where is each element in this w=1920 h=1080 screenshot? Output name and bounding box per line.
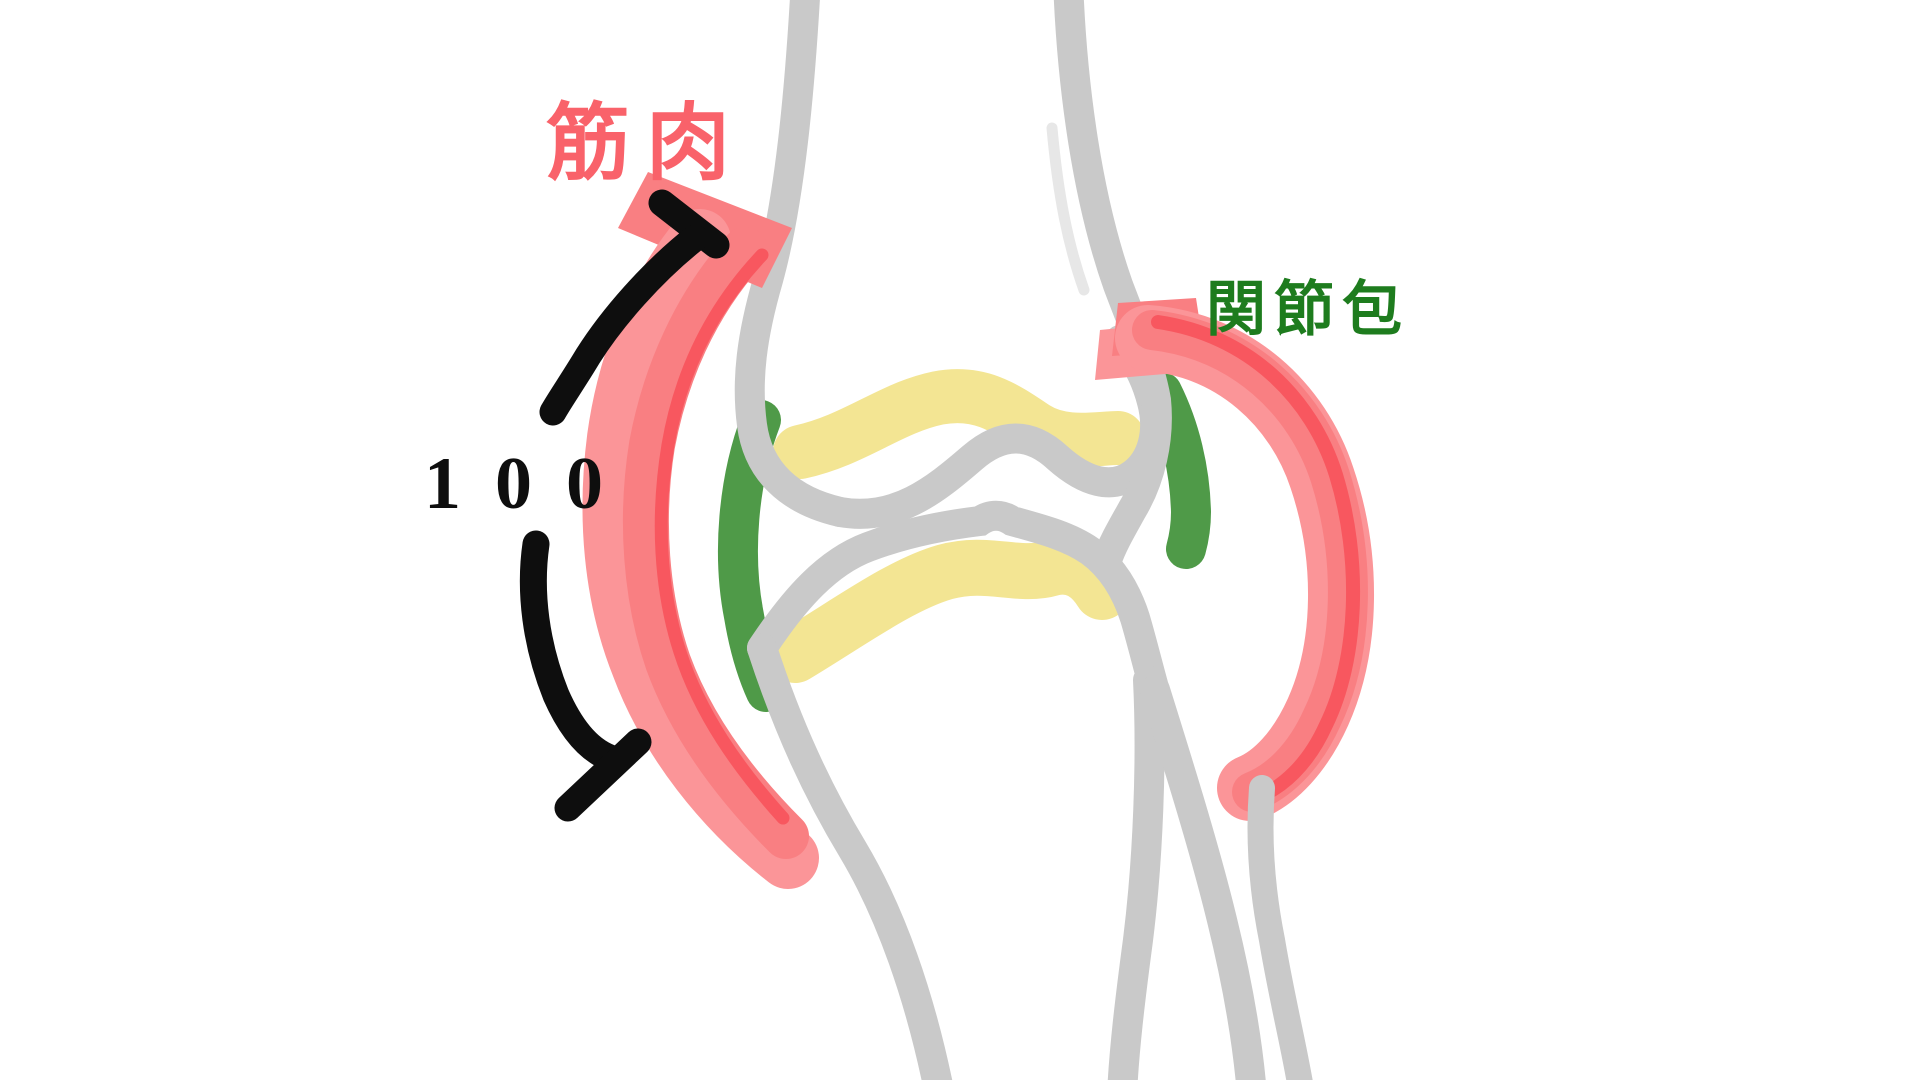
- muscle-left-mid: [622, 227, 809, 859]
- femur-left-outline: [734, 0, 855, 527]
- cartilage-bands: [767, 369, 1145, 683]
- fibula-strand-middle: [1140, 675, 1266, 1080]
- tibia-fibula-strands: [1107, 665, 1313, 1080]
- rom-arrow-bottom-shaft: [519, 530, 624, 772]
- muscle-left-dark-edge: [654, 248, 790, 825]
- rom-arrow-bottom-bar: [554, 728, 652, 822]
- tibia-plateau-outline: [747, 500, 1173, 717]
- joint-capsule-label: 関節包: [1206, 277, 1410, 343]
- diagram-labels: 筋肉 関節包 100: [424, 98, 1410, 525]
- muscle-band-right: [1095, 298, 1374, 821]
- rom-arrow-top-shaft: [539, 224, 709, 426]
- tibia-cartilage: [767, 538, 1130, 683]
- tibia-left-outline: [747, 633, 953, 1080]
- femur-inner-shading-line: [1046, 122, 1090, 296]
- femur-cartilage: [773, 369, 1145, 479]
- fibula-strand-outer: [1247, 775, 1313, 1080]
- rom-number-label: 100: [424, 443, 637, 525]
- muscle-right-dark-edge: [1151, 315, 1360, 805]
- bone-outlines: [734, 0, 1173, 1080]
- muscle-label: 筋肉: [546, 98, 746, 191]
- rom-arrow: [519, 189, 730, 822]
- tibia-right-strand: [1107, 665, 1165, 1080]
- joint-capsule-right-strip: [1142, 372, 1212, 569]
